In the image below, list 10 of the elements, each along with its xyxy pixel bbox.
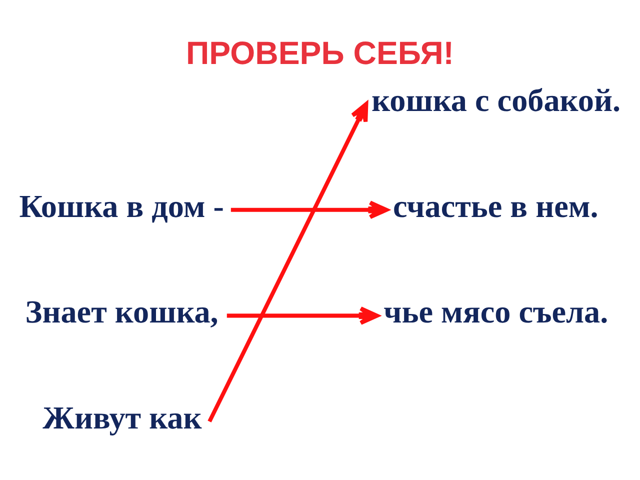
arrow <box>208 102 368 422</box>
node-text: Живут как <box>42 399 202 436</box>
node-text: чье мясо съела. <box>384 294 608 330</box>
node-text: счастье в нем. <box>393 188 598 224</box>
node-text: Кошка в дом - <box>19 188 224 224</box>
arrow <box>226 306 379 325</box>
node-text: Знает кошка, <box>25 294 218 330</box>
node-text: кошка с собакой. <box>372 82 621 118</box>
diagram-title: ПРОВЕРЬ СЕБЯ! <box>186 35 454 72</box>
arrow <box>230 200 388 220</box>
